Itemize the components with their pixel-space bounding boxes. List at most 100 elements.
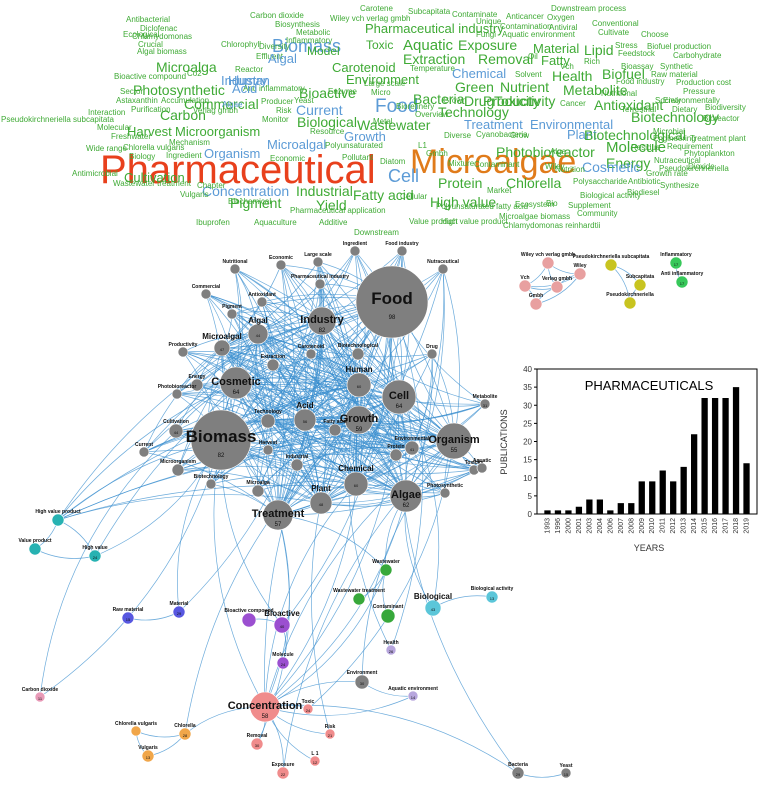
cloud-word: Diclofenac	[140, 24, 178, 33]
cloud-word: Molecule	[606, 139, 667, 156]
node-label: Chlorella	[174, 723, 196, 729]
node-label: Large scale	[304, 252, 332, 258]
cloud-word: Bioactive compound	[114, 72, 187, 81]
node-label: Algal	[248, 316, 268, 325]
network-edge	[221, 283, 321, 349]
node-label: Metabolite	[473, 394, 498, 400]
node-count: 30	[360, 681, 365, 686]
node-circle	[229, 263, 241, 275]
network-edge	[221, 347, 306, 421]
node-label: Growth	[340, 413, 379, 425]
cloud-word: Inflammatory	[286, 36, 333, 45]
x-tick-label: 1996	[555, 518, 562, 534]
network-node: Chlorella vulgaris	[115, 721, 157, 737]
cloud-word: Vch	[560, 62, 574, 71]
x-tick-label: 2012	[670, 518, 677, 534]
network-edge	[235, 382, 407, 497]
cloud-word: Drug	[464, 93, 495, 109]
node-label: L 1	[311, 751, 318, 757]
cloud-word: Producer	[261, 97, 294, 106]
x-tick-label: 2003	[586, 518, 593, 534]
cloud-word: Market	[487, 186, 512, 195]
cloud-word: Algae	[222, 100, 243, 109]
cloud-word: Microbial	[653, 127, 686, 136]
node-label: Bioactive	[264, 609, 300, 618]
node-circle	[171, 388, 183, 400]
node-circle	[381, 379, 417, 415]
cloud-word: Fatty	[541, 53, 570, 68]
node-label: Toxic	[302, 699, 315, 705]
cloud-word: Society	[655, 96, 682, 105]
node-label: Biological activity	[471, 586, 514, 592]
cloud-word: Harvest	[127, 124, 172, 139]
node-label: Microalga	[246, 480, 270, 486]
cloud-word: Biomass	[272, 36, 342, 56]
node-label: Health	[383, 640, 398, 646]
node-circle	[351, 347, 365, 361]
node-label: Ingredient	[343, 241, 368, 247]
cloud-word: Concentration	[202, 183, 290, 199]
node-circle	[262, 499, 294, 531]
cloud-word: Fungi	[476, 30, 497, 39]
network-node: Microorganism	[160, 459, 196, 477]
node-label: Productivity	[169, 342, 198, 348]
cloud-word: Pressure	[683, 87, 716, 96]
network-node: Carotenoid	[298, 344, 324, 360]
node-label: Chemical	[338, 464, 374, 473]
node-circle	[260, 413, 276, 429]
node-circle	[511, 766, 525, 780]
network-edge	[264, 704, 519, 774]
y-tick-label: 40	[523, 365, 532, 374]
bar-2015	[701, 398, 708, 514]
node-count: 62	[403, 503, 410, 509]
y-tick-label: 20	[523, 438, 532, 447]
node-label: Verlag gmbh	[542, 276, 572, 282]
node-label: Organism	[428, 434, 480, 446]
bar-1996	[554, 510, 562, 514]
node-circle	[352, 592, 366, 606]
cloud-word: Diverse	[444, 131, 472, 140]
node-label: Fatty acid	[323, 419, 346, 425]
cloud-word: Phytoplankton	[684, 149, 735, 158]
node-label: Technology	[254, 409, 282, 415]
cloud-word: Human	[228, 73, 270, 88]
node-count: 41	[410, 447, 415, 452]
node-label: Protein	[387, 444, 404, 450]
cloud-word: Large scale	[364, 79, 406, 88]
network-edge	[234, 268, 322, 504]
network-edge	[221, 261, 319, 349]
node-label: Wastewater	[372, 559, 400, 565]
y-tick-label: 15	[523, 456, 532, 465]
cloud-word: Accumulation	[161, 96, 210, 105]
node-circle	[275, 259, 287, 271]
network-edge	[205, 293, 413, 449]
cloud-word: Crucial	[138, 40, 163, 49]
cloud-word: Downstream process	[551, 4, 627, 13]
network-node: Protein	[387, 444, 405, 462]
node-circle	[485, 590, 499, 604]
bar-2019	[743, 463, 750, 514]
node-label: Microalgal	[202, 332, 242, 341]
cloud-word: Exposure	[458, 37, 518, 53]
node-circle	[305, 348, 317, 360]
cloud-word: Ecosystem	[515, 200, 555, 209]
node-label: Photosynthetic	[427, 483, 463, 489]
cloud-word: Biological	[297, 114, 357, 130]
cloud-word: Synthesize	[660, 181, 700, 190]
node-label: Bioactive compound	[224, 608, 273, 614]
network-node: Aquatic	[473, 458, 491, 474]
node-label: Treatment	[252, 508, 305, 520]
network-edge	[143, 451, 279, 516]
node-count: 60	[357, 384, 362, 389]
cloud-word: Bioassay	[621, 62, 654, 71]
x-tick-label: 2006	[607, 518, 614, 534]
network-node: Fatty acid	[323, 419, 347, 437]
